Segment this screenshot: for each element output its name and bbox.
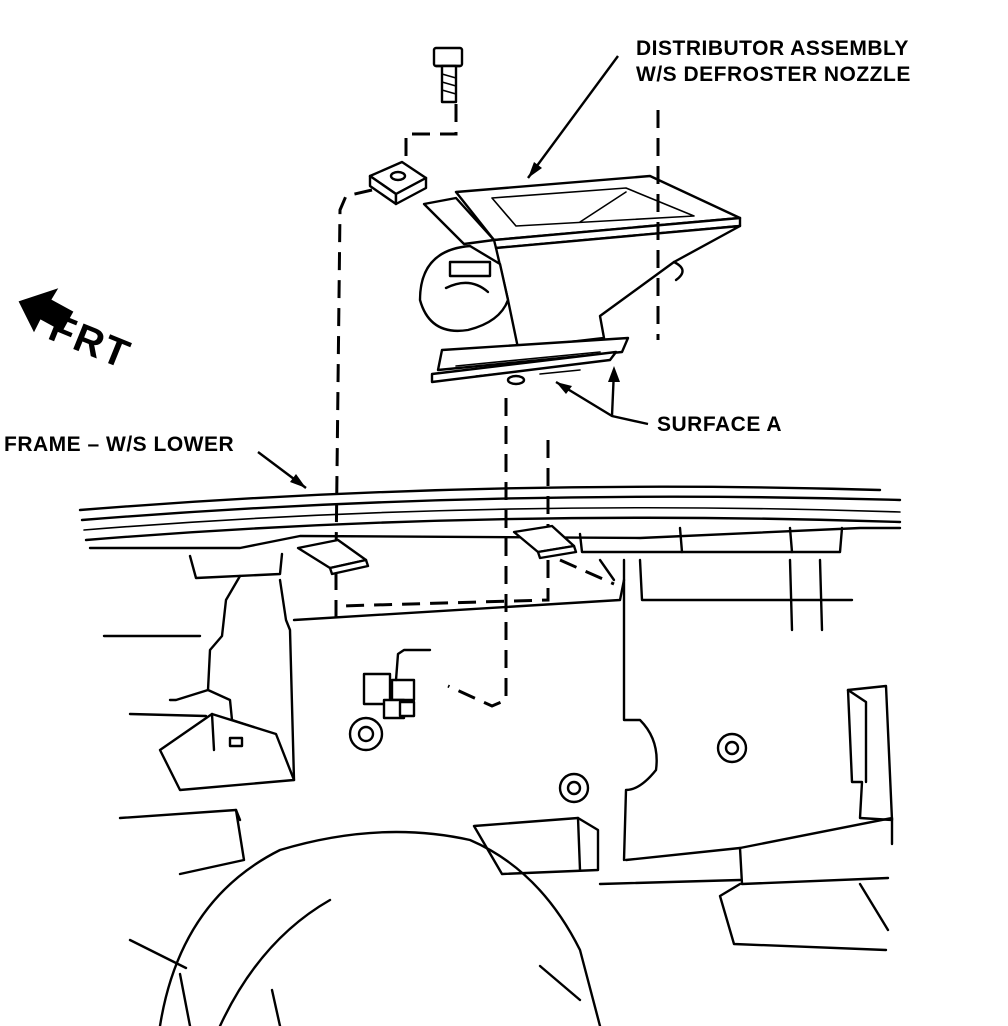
distributor-label-line1: DISTRIBUTOR ASSEMBLY [636,37,909,60]
surface-label: SURFACE A [657,413,783,436]
distributor-assembly-label: DISTRIBUTOR ASSEMBLY W/S DEFROSTER NOZZL… [636,36,911,88]
mounting-tabs [296,524,578,576]
frame-label: FRAME – W/S LOWER [4,433,235,456]
bolt [432,46,464,104]
instrument-panel [102,558,894,1026]
distributor-assembly [418,174,742,386]
alignment-lines [334,104,660,708]
frame-ws-lower [78,485,902,580]
distributor-label-line2: W/S DEFROSTER NOZZLE [636,63,911,86]
leader-lines [257,55,649,489]
front-arrow-icon [18,288,74,333]
clip-nut [368,160,428,206]
